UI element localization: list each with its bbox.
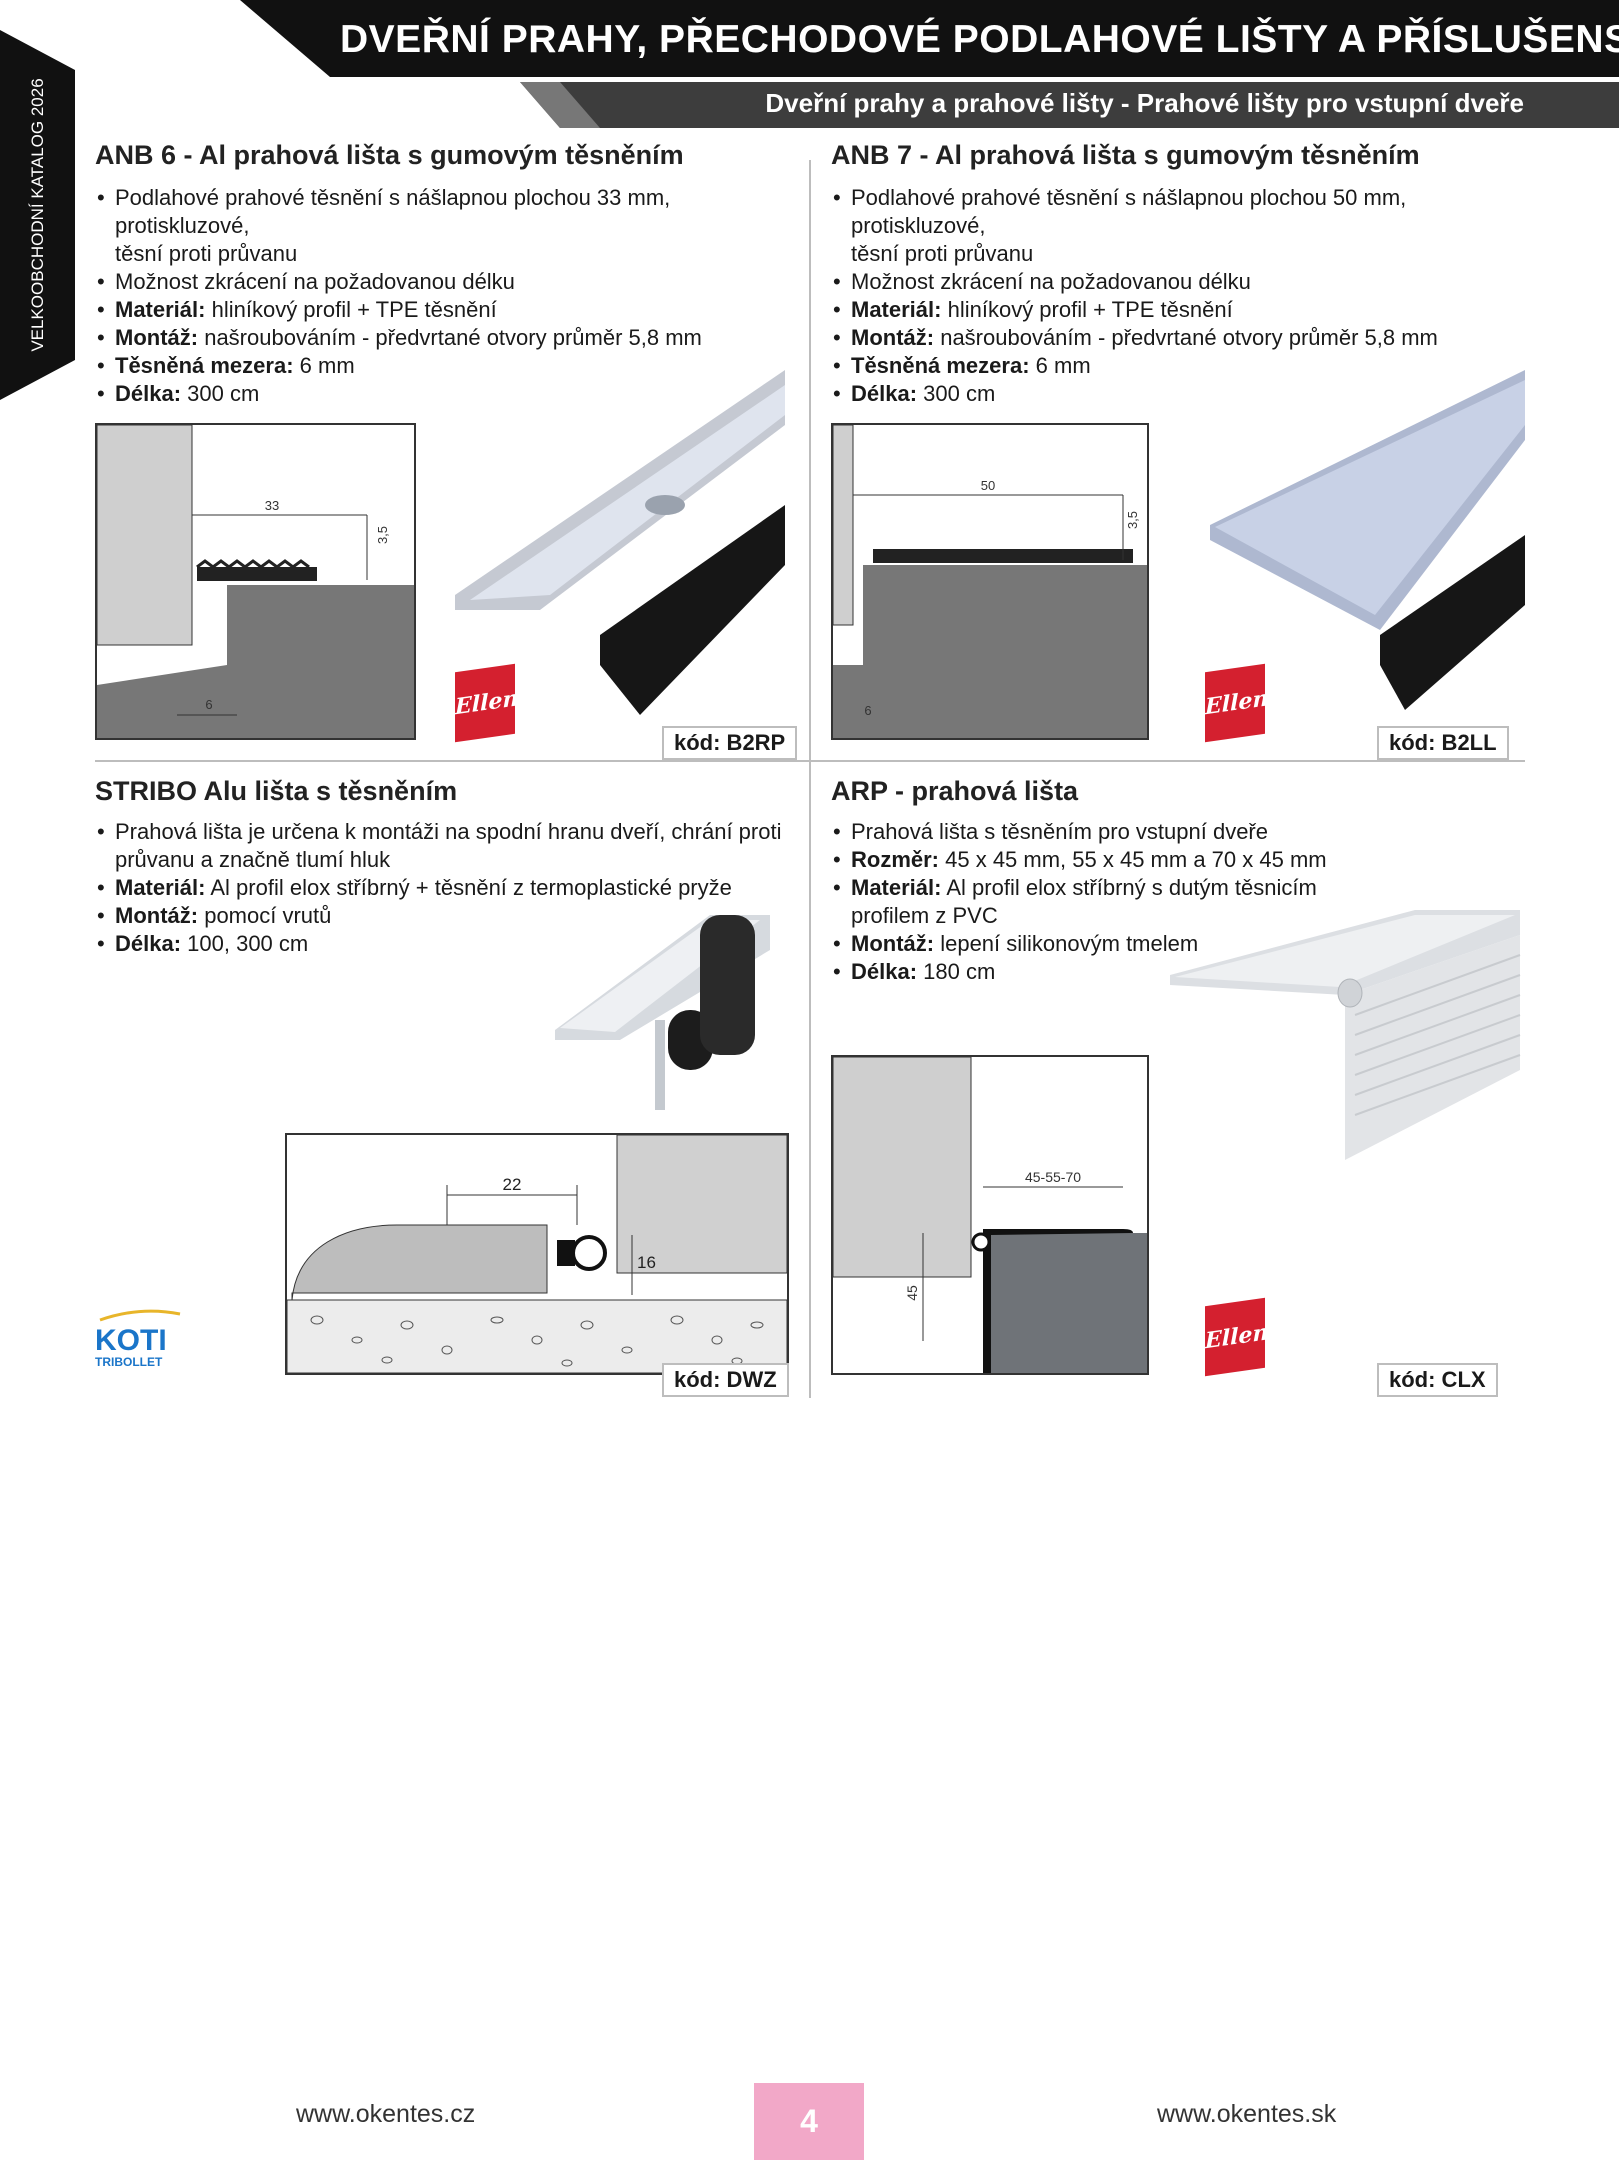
spec-item: Materiál: Al profil elox stříbrný + těsn… <box>95 874 795 902</box>
product-code: kód: B2LL <box>1377 726 1509 760</box>
product-title: STRIBO Alu lišta s těsněním <box>95 776 458 806</box>
product-spec-list: Prahová lišta je určena k montáži na spo… <box>95 818 795 958</box>
cross-section-diagram: 45-55-70 45 <box>831 1055 1149 1375</box>
spec-item: Montáž: našroubováním - předvrtané otvor… <box>831 324 1531 352</box>
brand-logo: Ellen <box>455 663 518 743</box>
spec-item: Podlahové prahové těsnění s nášlapnou pl… <box>831 184 1531 268</box>
product-spec-list: Podlahové prahové těsnění s nášlapnou pl… <box>95 184 795 408</box>
column-divider <box>809 160 811 1398</box>
spec-item: Materiál: hliníkový profil + TPE těsnění <box>95 296 795 324</box>
product-photo <box>455 370 785 715</box>
brand-logo: KOTI TRIBOLLET <box>95 1308 185 1369</box>
spec-item: Možnost zkrácení na požadovanou délku <box>95 268 795 296</box>
brand-logo: Ellen <box>1205 1297 1268 1377</box>
product-title: ARP - prahová lišta <box>831 776 1079 806</box>
row-divider <box>95 760 1525 762</box>
footer-link-cz[interactable]: www.okentes.cz <box>296 2100 476 2128</box>
dimension-gap: 6 <box>205 697 212 712</box>
page-subtitle: Dveřní prahy a prahové lišty - Prahové l… <box>765 88 1524 118</box>
product-code: kód: DWZ <box>662 1363 789 1397</box>
product-photo <box>1170 910 1521 1160</box>
spec-item: Prahová lišta s těsněním pro vstupní dve… <box>831 818 1531 846</box>
dimension-width: 50 <box>981 478 995 493</box>
spec-item: Materiál: hliníkový profil + TPE těsnění <box>831 296 1531 324</box>
product-code: kód: CLX <box>1377 1363 1498 1397</box>
cross-section-diagram: 33 3,5 6 <box>95 423 416 740</box>
spec-item: Montáž: pomocí vrutů <box>95 902 795 930</box>
spec-item: Délka: 300 cm <box>95 380 795 408</box>
brand-logo: Ellen <box>1205 663 1268 743</box>
product-code: kód: B2RP <box>662 726 798 760</box>
dimension-height: 3,5 <box>375 526 390 544</box>
dimension-height: 45 <box>904 1285 920 1301</box>
product-photo <box>555 915 770 1110</box>
product-photo <box>1210 370 1525 710</box>
spec-item: Těsněná mezera: 6 mm <box>95 352 795 380</box>
spec-item: Podlahové prahové těsnění s nášlapnou pl… <box>95 184 795 268</box>
spec-item: Délka: 100, 300 cm <box>95 930 795 958</box>
cross-section-diagram: 50 3,5 6 <box>831 423 1149 740</box>
spec-item: Těsněná mezera: 6 mm <box>831 352 1531 380</box>
spec-item: Délka: 300 cm <box>831 380 1531 408</box>
product-title: ANB 7 - Al prahová lišta s gumovým těsně… <box>831 140 1420 170</box>
page-number: 4 <box>754 2083 864 2160</box>
side-tab <box>0 30 75 400</box>
spec-item: Rozměr: 45 x 45 mm, 55 x 45 mm a 70 x 45… <box>831 846 1531 874</box>
page-title: DVEŘNÍ PRAHY, PŘECHODOVÉ PODLAHOVÉ LIŠTY… <box>340 18 1619 61</box>
cross-section-diagram: 22 16 <box>285 1133 789 1375</box>
product-title: ANB 6 - Al prahová lišta s gumovým těsně… <box>95 140 684 170</box>
dimension-width: 45-55-70 <box>1025 1169 1081 1185</box>
product-spec-list: Prahová lišta s těsněním pro vstupní dve… <box>831 818 1531 986</box>
spec-item: Možnost zkrácení na požadovanou délku <box>831 268 1531 296</box>
dimension-width: 22 <box>503 1175 522 1194</box>
header-background <box>240 0 1619 128</box>
dimension-width: 33 <box>265 498 279 513</box>
spec-item: Materiál: Al profil elox stříbrný s dutý… <box>831 874 1531 930</box>
spec-item: Montáž: našroubováním - předvrtané otvor… <box>95 324 795 352</box>
brand-logo-arc <box>99 1309 181 1322</box>
dimension-height: 3,5 <box>1125 511 1140 529</box>
dimension-height: 16 <box>637 1253 656 1272</box>
product-spec-list: Podlahové prahové těsnění s nášlapnou pl… <box>831 184 1531 408</box>
spec-item: Montáž: lepení silikonovým tmelem <box>831 930 1531 958</box>
spec-item: Prahová lišta je určena k montáži na spo… <box>95 818 795 874</box>
side-label: VELKOOBCHODNÍ KATALOG 2026 <box>28 78 47 352</box>
footer-link-sk[interactable]: www.okentes.sk <box>1157 2100 1337 2128</box>
dimension-gap: 6 <box>864 703 871 718</box>
spec-item: Délka: 180 cm <box>831 958 1531 986</box>
